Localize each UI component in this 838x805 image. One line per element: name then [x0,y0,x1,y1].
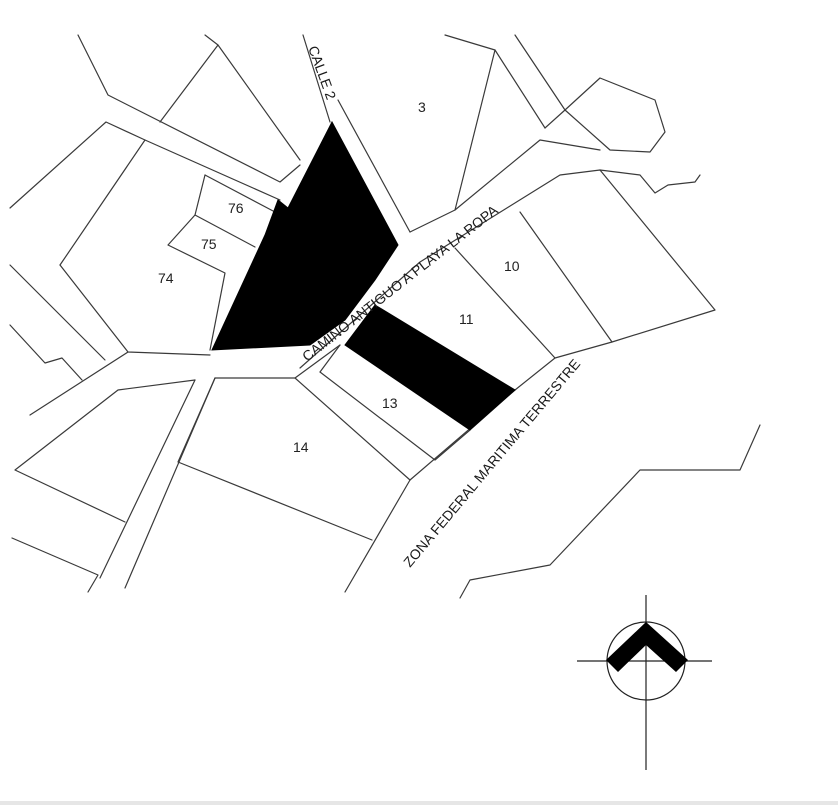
highlighted-parcel-north [211,120,399,351]
north-arrow-icon [577,595,712,770]
highlighted-parcel-south [344,304,516,431]
lot-11-label: 11 [459,311,474,327]
parcel-boundaries [9,34,761,599]
lot-75-label: 75 [201,236,217,252]
lot-3-label: 3 [418,99,426,115]
lot-13-label: 13 [382,395,398,411]
lot-14-label: 14 [293,439,309,455]
lot-labels: 3 10 11 13 14 74 75 76 [158,99,520,455]
bottom-border [0,801,838,805]
lot-76-label: 76 [228,200,244,216]
lot-10-label: 10 [504,258,520,274]
calle-2-label: CALLE 2 [305,44,339,102]
highlighted-parcels [211,120,516,431]
lot-74-label: 74 [158,270,174,286]
